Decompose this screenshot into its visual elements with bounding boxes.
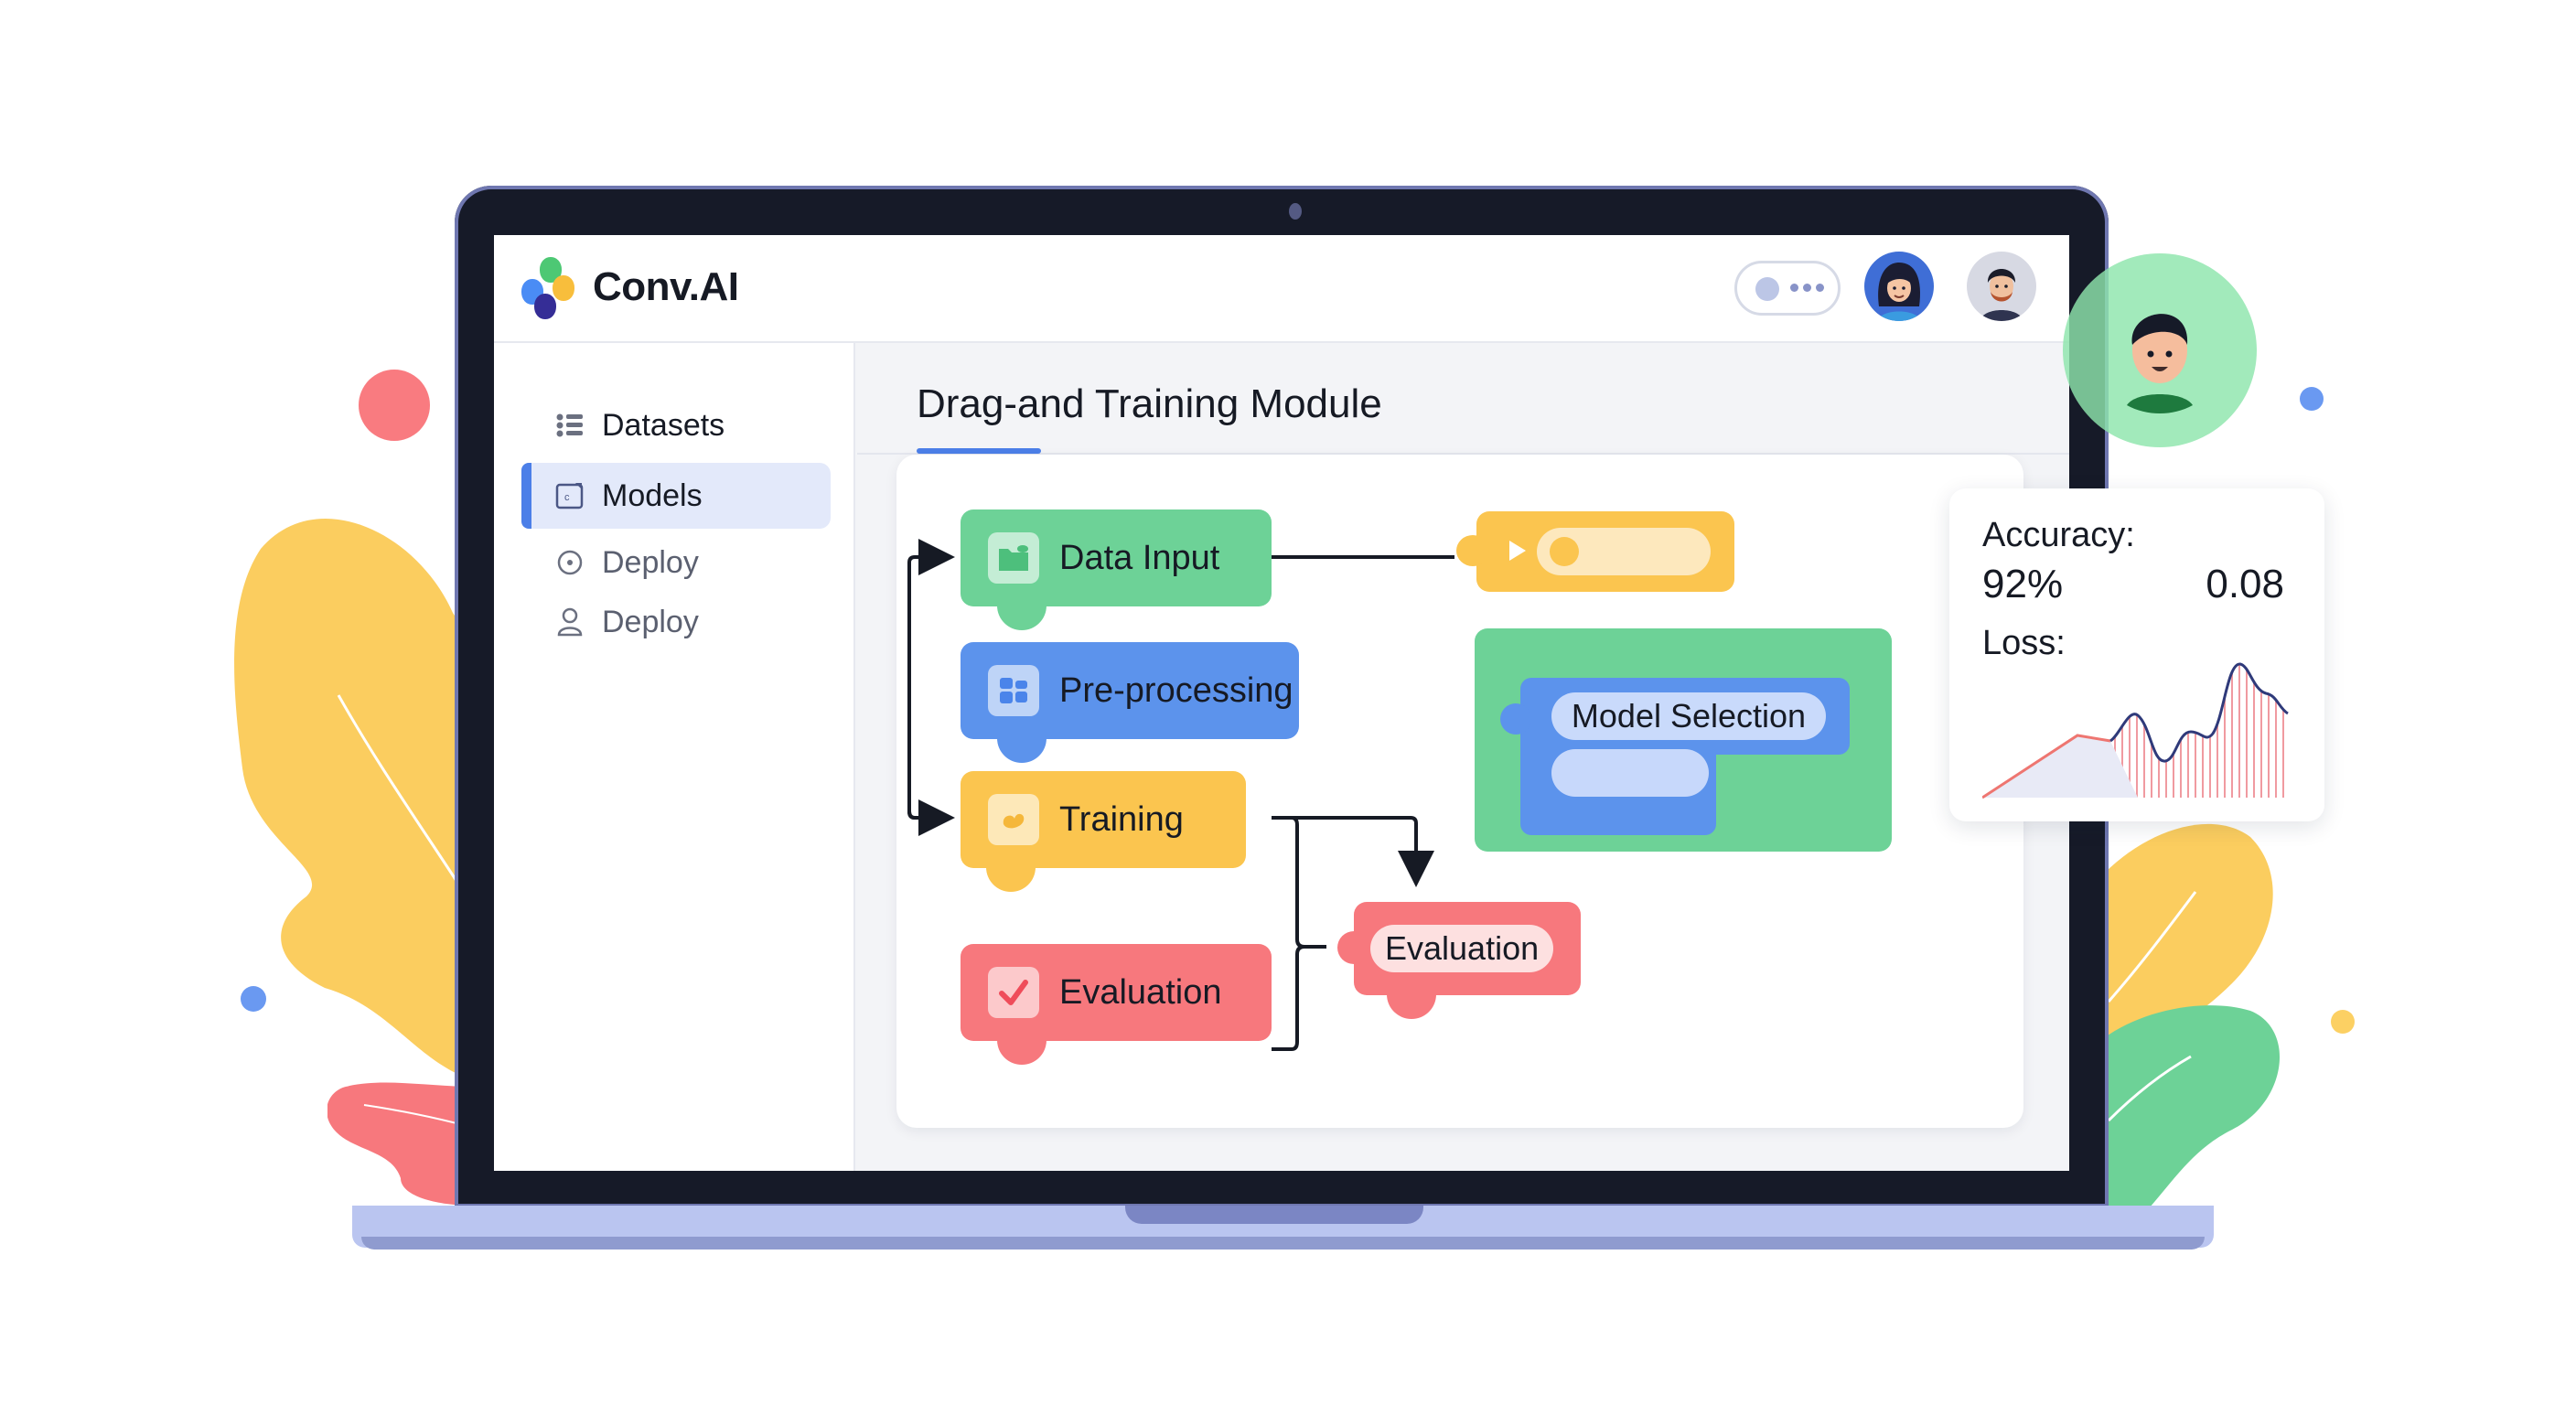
training-icon xyxy=(988,794,1039,845)
model-selection-pill: Model Selection xyxy=(1551,692,1826,740)
block-label: Model Selection xyxy=(1571,697,1807,735)
block-model-selection-nub xyxy=(1500,703,1531,735)
run-slider[interactable] xyxy=(1537,528,1711,575)
sidebar-item-label: Models xyxy=(602,477,703,513)
logo-icon xyxy=(521,257,585,321)
tab-underline xyxy=(917,448,1041,454)
decor-dot-blue-right xyxy=(2300,387,2324,411)
sidebar-item-datasets[interactable]: Datasets xyxy=(521,392,831,458)
block-label: Evaluation xyxy=(1385,929,1540,967)
block-pre-processing[interactable]: Pre-processing xyxy=(961,642,1299,763)
app-screen: Conv.AI xyxy=(494,235,2069,1171)
decor-leaf-green-right xyxy=(2104,1005,2281,1207)
laptop-base-lip xyxy=(361,1237,2205,1249)
deploy-circle-icon xyxy=(554,547,585,578)
accuracy-label: Accuracy: xyxy=(1982,516,2135,554)
metrics-card: Accuracy: 92% 0.08 Loss: xyxy=(1949,488,2324,821)
block-data-input[interactable]: Data Input xyxy=(961,509,1272,630)
decor-leaf-yellow-left xyxy=(234,519,471,1079)
user-avatar-woman[interactable] xyxy=(1864,252,1934,321)
decor-dot-red xyxy=(359,370,430,441)
camera-icon xyxy=(1289,203,1302,220)
block-label: Data Input xyxy=(1059,538,1220,577)
loss-value: 0.08 xyxy=(2206,562,2284,606)
loss-label: Loss: xyxy=(1982,624,2066,662)
block-run[interactable] xyxy=(1456,511,1734,592)
sidebar-item-label: Deploy xyxy=(602,604,699,639)
decor-dot-blue xyxy=(241,986,266,1012)
check-icon xyxy=(988,967,1039,1018)
app-header: Conv.AI xyxy=(494,235,2069,343)
svg-text:c: c xyxy=(564,492,570,503)
sidebar-item-deploy-user[interactable]: Deploy xyxy=(521,589,831,655)
decor-leaf-yellow-right xyxy=(2104,823,2273,1056)
toggle-knob xyxy=(1755,277,1779,301)
loss-chart xyxy=(1982,662,2289,799)
decor-dot-yellow-right xyxy=(2331,1010,2355,1034)
status-toggle[interactable] xyxy=(1734,261,1841,316)
floating-user-avatar[interactable] xyxy=(2063,253,2257,447)
folder-icon xyxy=(988,532,1039,584)
main-divider xyxy=(857,453,2069,455)
accuracy-value: 92% xyxy=(1982,562,2064,606)
more-dots-icon xyxy=(1790,284,1824,292)
block-label: Training xyxy=(1059,799,1184,839)
sidebar-item-label: Deploy xyxy=(602,544,699,580)
workflow-canvas[interactable]: Data Input Pre-processing Training Evalu… xyxy=(896,455,2023,1128)
model-icon: c xyxy=(554,480,585,511)
list-icon xyxy=(554,410,585,441)
block-evaluation-left[interactable]: Evaluation xyxy=(961,944,1272,1065)
block-training[interactable]: Training xyxy=(961,771,1246,892)
brand-name: Conv.AI xyxy=(593,264,739,309)
block-label: Pre-processing xyxy=(1059,670,1293,710)
grid-icon xyxy=(988,665,1039,716)
decor-leaf-red-left xyxy=(327,1082,474,1206)
sidebar-item-label: Datasets xyxy=(602,407,725,443)
sidebar-item-deploy[interactable]: Deploy xyxy=(521,530,831,595)
model-selection-input[interactable] xyxy=(1551,749,1709,797)
user-avatar-man-beard[interactable] xyxy=(1967,252,2036,321)
page-title: Drag-and Training Module xyxy=(917,381,1382,426)
sidebar: Datasets c Models Deploy Deploy xyxy=(494,343,855,1171)
block-evaluation-right[interactable]: Evaluation xyxy=(1337,902,1581,1019)
laptop-base-notch xyxy=(1125,1206,1423,1224)
user-icon xyxy=(554,606,585,638)
evaluation-pill: Evaluation xyxy=(1370,925,1554,972)
block-label: Evaluation xyxy=(1059,972,1222,1012)
sidebar-item-models[interactable]: c Models xyxy=(521,463,831,529)
play-icon xyxy=(1509,541,1526,561)
